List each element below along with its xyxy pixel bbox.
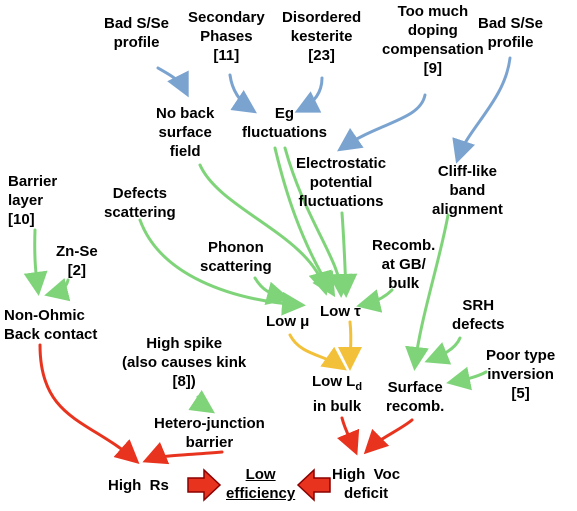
edge-cliff-to-surface: [405, 213, 450, 371]
edge-doping-to-electrostatic: [337, 93, 427, 152]
node-high-rs: High Rs: [108, 477, 169, 494]
node-low-ld: Low Ld in bulk: [312, 372, 362, 416]
edge-low-ld-to-voc: [336, 416, 360, 456]
low-ld-main: Low L: [312, 373, 356, 390]
edge-bad-sse2-to-cliff: [452, 56, 512, 164]
node-phonon-scattering: Phonon scattering: [200, 239, 272, 275]
node-high-voc: High Voc deficit: [332, 466, 401, 502]
low-ld-subscript: d: [355, 381, 363, 393]
node-eg-fluctuations: Eg fluctuations: [242, 105, 327, 141]
edge-high-spike-to-hetero: [188, 390, 215, 414]
node-bad-s-se-profile-1: Bad S/Se profile: [104, 15, 170, 51]
edge-secondary-to-eg: [228, 73, 257, 114]
edge-bad-sse-to-no-back: [156, 66, 189, 98]
node-low-tau: Low τ: [320, 303, 361, 320]
node-too-much-doping: Too much doping compensation [9]: [382, 3, 484, 77]
node-srh-defects: SRH defects: [452, 297, 505, 333]
edge-hetero-to-high-rs: [142, 442, 224, 465]
edge-barrier-to-non-ohmic: [23, 228, 48, 296]
node-low-efficiency: Low efficiency: [226, 466, 296, 502]
node-low-mu: Low μ: [266, 313, 310, 330]
node-bad-s-se-profile-2: Bad S/Se profile: [478, 15, 544, 51]
node-disordered-kesterite: Disordered kesterite [23]: [282, 9, 362, 64]
edge-disordered-to-eg: [294, 76, 324, 113]
node-non-ohmic: Non-Ohmic Back contact: [4, 307, 98, 343]
node-cliff-like: Cliff-like band alignment: [432, 163, 503, 218]
arrow-rs-to-efficiency: [187, 468, 222, 502]
node-electrostatic: Electrostatic potential fluctuations: [296, 155, 387, 210]
node-recomb-gb: Recomb. at GB/ bulk: [372, 237, 436, 292]
edge-surface-to-voc: [363, 418, 414, 455]
node-defects-scattering: Defects scattering: [104, 185, 176, 221]
node-zn-se: Zn-Se [2]: [56, 243, 98, 279]
node-high-spike: High spike (also causes kink [8]): [122, 335, 247, 390]
node-surface-recomb: Surface recomb.: [386, 379, 445, 415]
edge-low-mu-to-low-ld: [288, 333, 347, 371]
edge-non-ohmic-to-high-rs: [38, 343, 140, 464]
edge-recomb-gb-to-low-tau: [356, 288, 394, 313]
edge-electrostatic-to-low-tau: [333, 211, 358, 298]
edge-znse-to-non-ohmic: [44, 277, 71, 302]
node-secondary-phases: Secondary Phases [11]: [188, 9, 265, 64]
low-ld-rest: in bulk: [312, 398, 362, 415]
node-no-back-surface-field: No back surface field: [156, 105, 215, 160]
edge-phonon-to-low-mu: [253, 276, 291, 305]
arrow-voc-to-efficiency: [296, 468, 331, 502]
node-barrier-layer: Barrier layer [10]: [8, 173, 58, 228]
node-poor-type-inversion: Poor type inversion [5]: [486, 347, 556, 402]
edge-srh-to-surface: [424, 336, 462, 365]
edge-low-tau-to-low-ld: [338, 320, 363, 371]
node-hetero-junction: Hetero-junction barrier: [154, 415, 265, 451]
edge-eg-to-low-tau: [273, 146, 336, 298]
edge-poor-type-to-surface: [446, 366, 488, 391]
